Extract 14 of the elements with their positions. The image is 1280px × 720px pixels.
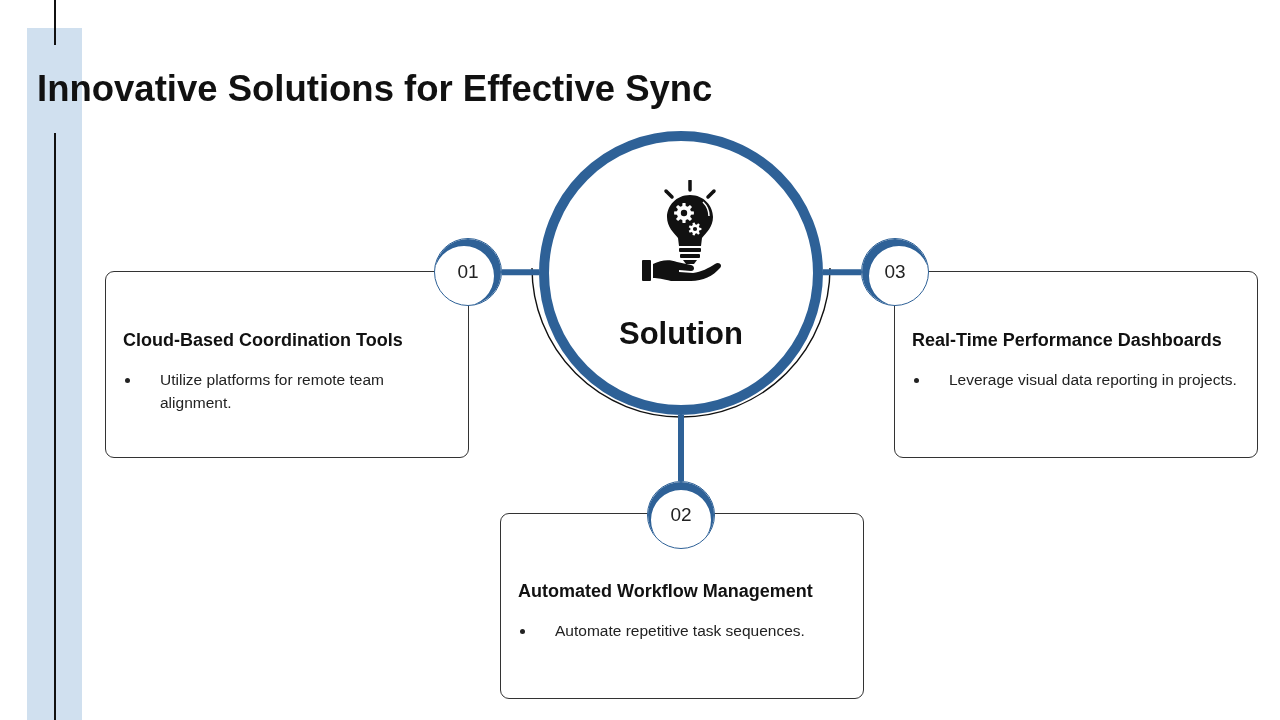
number-circle: 02 <box>647 481 715 549</box>
connector-line <box>678 415 684 481</box>
bullet-text: Automate repetitive task sequences. <box>555 621 806 641</box>
hub-label: Solution <box>618 316 744 352</box>
card-heading: Cloud-Based Coordination Tools <box>123 330 403 351</box>
connector-line <box>823 269 861 276</box>
bullet-text: Utilize platforms for remote team alignment. <box>160 370 385 413</box>
card-heading: Real-Time Performance Dashboards <box>912 330 1222 351</box>
bullet-text: Leverage visual data reporting in projects. <box>949 370 1238 390</box>
card-heading: Automated Workflow Management <box>518 581 813 602</box>
connector-line <box>502 269 539 276</box>
number-circle: 03 <box>861 238 929 306</box>
title: Innovative Solutions for Effective Sync <box>37 68 713 110</box>
number-circle: 01 <box>434 238 502 306</box>
